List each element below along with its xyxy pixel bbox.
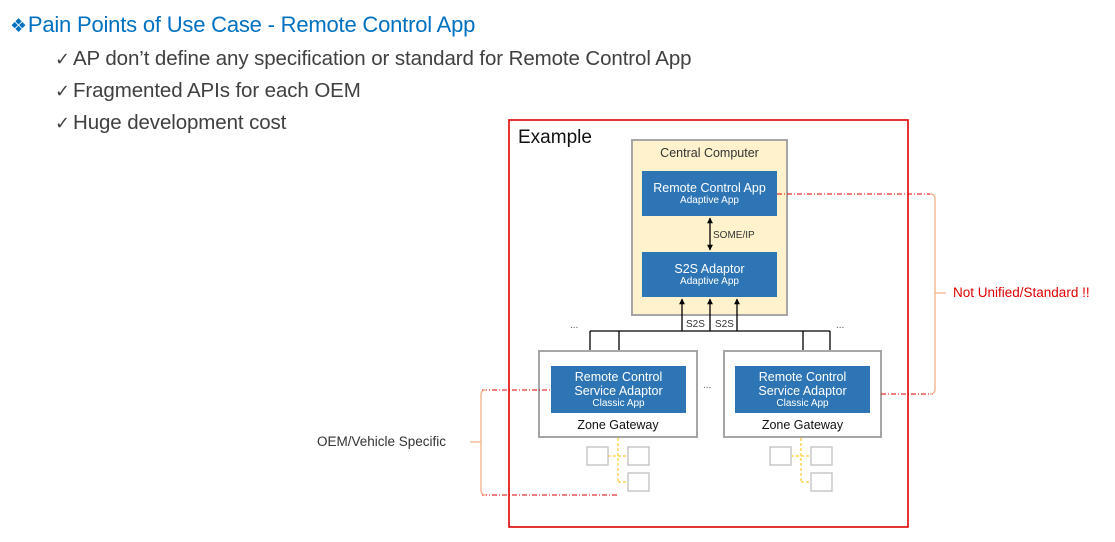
checkmark-icon: ✓	[55, 113, 70, 133]
bullet-item: ✓Fragmented APIs for each OEM	[55, 79, 361, 103]
diamond-bullet-icon: ❖	[10, 16, 27, 37]
not-unified-annotation: Not Unified/Standard !!	[953, 285, 1090, 300]
remote-control-app-box	[642, 171, 777, 216]
ecu-group-left	[586, 438, 650, 492]
service-adaptor-line1: Remote Control	[574, 369, 663, 384]
ecu-box	[769, 446, 792, 466]
ecu-box	[627, 472, 650, 492]
ecu-box	[586, 446, 609, 466]
service-adaptor-type: Classic App	[776, 397, 829, 409]
service-adaptor-line2: Service Adaptor	[574, 383, 663, 398]
bracket-right	[929, 193, 946, 395]
ecu-box	[810, 446, 833, 466]
service-adaptor-box-left	[551, 366, 686, 413]
bullet-text: AP don’t define any specification or sta…	[72, 47, 692, 70]
service-adaptor-right: Remote Control Service Adaptor Classic A…	[735, 366, 870, 413]
bracket-left	[470, 389, 487, 496]
bullet-text: Huge development cost	[72, 111, 287, 134]
checkmark-icon: ✓	[55, 81, 70, 101]
service-adaptor-type: Classic App	[592, 397, 645, 409]
checkmark-icon: ✓	[55, 49, 70, 69]
s2s-adaptor: S2S Adaptor Adaptive App	[642, 252, 777, 297]
s2s-adaptor-name: S2S Adaptor	[674, 261, 745, 276]
ecu-box	[810, 472, 833, 492]
remote-control-app: Remote Control App Adaptive App	[642, 171, 777, 216]
remote-control-app-name: Remote Control App	[653, 180, 766, 195]
ecu-group-right	[769, 438, 833, 492]
s2s-adaptor-box	[642, 252, 777, 297]
ellipsis-right: ...	[836, 320, 845, 331]
service-adaptor-left: Remote Control Service Adaptor Classic A…	[551, 366, 686, 413]
slide-title-text: Pain Points of Use Case - Remote Control…	[27, 12, 476, 37]
zone-gateway-label-right: Zone Gateway	[761, 418, 844, 432]
s2s-adaptor-type: Adaptive App	[680, 275, 739, 287]
ellipsis-middle: ...	[703, 380, 712, 391]
service-adaptor-line1: Remote Control	[758, 369, 847, 384]
some-ip-label: SOME/IP	[713, 230, 755, 241]
oem-specific-annotation: OEM/Vehicle Specific	[317, 434, 447, 449]
bullet-item: ✓Huge development cost	[55, 111, 286, 135]
example-frame	[508, 119, 909, 528]
bullet-item: ✓AP don’t define any specification or st…	[55, 47, 692, 71]
bullet-text: Fragmented APIs for each OEM	[72, 79, 361, 102]
service-adaptor-box-right	[735, 366, 870, 413]
ellipsis-left: ...	[570, 320, 579, 331]
example-label: Example	[518, 127, 592, 148]
central-computer-label: Central Computer	[660, 146, 759, 160]
service-adaptor-line2: Service Adaptor	[758, 383, 847, 398]
zone-gateway-label-left: Zone Gateway	[577, 418, 659, 432]
remote-control-app-type: Adaptive App	[680, 194, 739, 206]
s2s-label: S2S	[715, 319, 734, 330]
s2s-label: S2S	[686, 319, 705, 330]
slide-title: ❖Pain Points of Use Case - Remote Contro…	[10, 12, 475, 38]
ecu-box	[627, 446, 650, 466]
